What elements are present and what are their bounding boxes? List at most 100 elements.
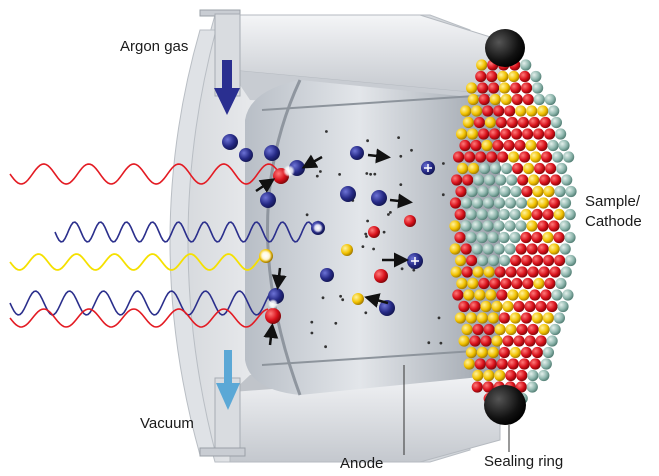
sample-atom: [559, 197, 572, 209]
sample-atom: [522, 128, 534, 140]
sample-atom: [511, 162, 524, 175]
sample-atom: [495, 174, 507, 186]
argon-atom: [320, 268, 334, 282]
sample-atom: [467, 93, 479, 106]
sample-atom: [545, 162, 557, 175]
sample-atom: [509, 82, 522, 94]
sample-atom: [460, 197, 473, 209]
sample-atom: [549, 266, 561, 278]
yellow-atom: [341, 244, 353, 256]
sample-atom: [476, 208, 488, 221]
gas-inlet: [199, 9, 241, 97]
sample-atom: [555, 128, 567, 140]
sample-atom: [518, 358, 530, 370]
sample-atom: [466, 254, 478, 267]
argon-atom: [239, 148, 253, 162]
sample-atom: [543, 254, 555, 267]
sample-atom: [474, 358, 486, 370]
sample-atom: [462, 116, 474, 129]
red-atom: [368, 226, 380, 238]
sample-atom: [510, 185, 522, 198]
plasma-dot: [400, 267, 404, 271]
sample-atom: [557, 300, 569, 313]
sample-atom: [533, 128, 545, 140]
sample-atom: [473, 174, 485, 186]
plasma-dot: [399, 154, 403, 158]
sample-atom: [535, 300, 547, 313]
sample-atom: [539, 116, 552, 129]
sample-atom: [518, 289, 530, 301]
plasma-dot: [427, 341, 431, 345]
sample-atom: [537, 243, 549, 255]
sample-atom: [523, 162, 535, 175]
sample-atom: [515, 105, 527, 117]
sample-atom: [475, 151, 487, 163]
sample-atom: [449, 243, 461, 255]
sample-atom: [467, 128, 479, 140]
sample-atom: [526, 381, 538, 393]
sample-atom: [487, 312, 499, 324]
sample-atom: [451, 174, 463, 186]
sample-atom: [514, 139, 526, 152]
sample-atom: [489, 277, 501, 290]
sample-atom: [544, 93, 556, 106]
sample-atom: [497, 151, 509, 163]
argon-flow-arrow: [214, 60, 240, 115]
sample-atom: [491, 300, 503, 313]
sample-atom: [548, 105, 560, 117]
sample-atom: [477, 185, 489, 198]
sample-atom: [471, 105, 483, 117]
sample-atom: [550, 174, 562, 186]
plasma-dot: [410, 148, 413, 152]
sample-atom: [499, 82, 511, 94]
sample-atom: [506, 116, 518, 129]
plasma-dot: [334, 321, 338, 325]
sample-atom: [496, 358, 508, 370]
sample-atom: [498, 312, 510, 324]
sample-atom: [473, 116, 485, 129]
sample-atom: [511, 277, 523, 290]
sample-atom: [494, 266, 506, 278]
sample-atom: [465, 208, 477, 221]
sample-atom: [464, 151, 476, 163]
sample-atom: [489, 93, 501, 106]
sample-atom: [449, 220, 461, 232]
sample-atom: [484, 174, 496, 186]
plasma-dot: [338, 173, 341, 176]
sample-atom: [449, 197, 462, 209]
sample-atom: [488, 254, 500, 267]
argon-gas-label: Argon gas: [120, 38, 189, 55]
sample-atom: [510, 128, 523, 140]
sample-cathode: [449, 59, 577, 405]
sample-atom: [498, 208, 510, 221]
sample-atom: [450, 266, 462, 278]
sample-atom: [551, 289, 563, 301]
sample-atom: [519, 151, 531, 163]
sample-atom: [531, 346, 544, 359]
sample-atom: [489, 128, 501, 140]
sample-atom: [550, 116, 563, 129]
sample-atom: [500, 128, 512, 140]
vacuum-flow-arrow: [216, 350, 240, 410]
sample-atom: [466, 185, 478, 198]
sample-atom: [465, 231, 477, 244]
ion-plus: [407, 253, 423, 269]
plasma-dot: [389, 211, 392, 214]
sample-atom: [527, 369, 539, 382]
plasma-dot: [373, 172, 377, 176]
sample-atom: [471, 197, 484, 209]
sample-atom: [540, 289, 552, 301]
sample-atom: [465, 312, 477, 324]
plasma-dot: [310, 331, 314, 335]
sample-atom: [516, 323, 528, 336]
sample-atom: [488, 82, 500, 94]
sample-atom: [520, 346, 533, 359]
sample-atom: [537, 105, 549, 117]
sample-atom: [456, 277, 468, 290]
sample-atom: [508, 70, 520, 83]
sample-atom: [537, 197, 550, 209]
sample-atom: [466, 82, 478, 94]
argon-atom: [264, 145, 280, 161]
plasma-dot: [397, 136, 400, 140]
sample-atom: [556, 162, 568, 175]
